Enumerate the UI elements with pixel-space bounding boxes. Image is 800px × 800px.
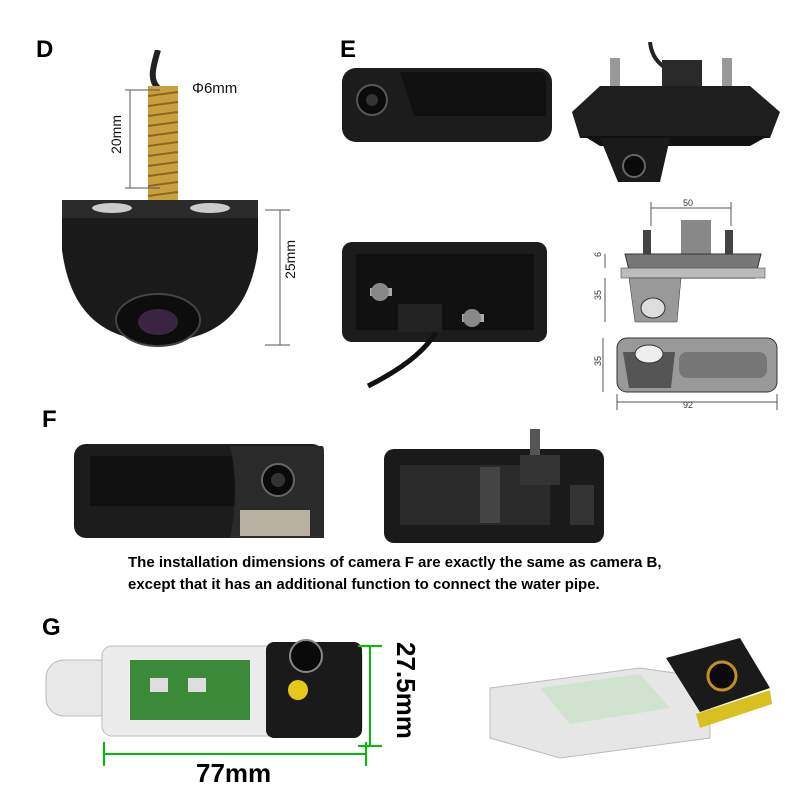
camera-f-back-image	[384, 429, 604, 543]
camera-g-dimension-lines	[103, 645, 382, 766]
camera-g-width-label: 77mm	[196, 758, 272, 788]
e-front-width-label: 92	[683, 400, 694, 410]
e-body-height-label: 35	[593, 290, 603, 301]
thread-length-label: 20mm	[108, 115, 124, 154]
camera-e-side-drawing	[604, 202, 766, 323]
camera-e-handle-front-image	[342, 68, 552, 142]
camera-g-side-image	[45, 639, 363, 738]
camera-d-image	[62, 50, 258, 347]
note-line-2: except that it has an additional functio…	[128, 576, 600, 593]
camera-g-angle-image	[489, 638, 772, 759]
camera-g-height-label: 27.5mm	[391, 642, 421, 739]
thread-diameter-label: Φ6mm	[192, 80, 238, 97]
e-width-top-label: 50	[683, 198, 694, 208]
e-bolt-height-label: 6	[593, 252, 603, 258]
section-label-e: E	[340, 36, 357, 63]
body-height-label: 25mm	[282, 240, 298, 279]
section-label-g: G	[42, 614, 61, 641]
section-label-d: D	[36, 36, 54, 63]
camera-d-dimension-lines	[125, 89, 290, 346]
camera-e-handle-top-image	[572, 42, 780, 182]
camera-e-front-drawing	[602, 337, 778, 410]
camera-e-handle-back-image	[342, 242, 547, 389]
note-line-1: The installation dimensions of camera F …	[128, 554, 662, 571]
section-label-f: F	[42, 406, 57, 433]
e-front-height-label: 35	[593, 356, 603, 367]
camera-f-front-image	[74, 444, 324, 538]
camera-f-installation-note: The installation dimensions of camera F …	[128, 552, 748, 596]
